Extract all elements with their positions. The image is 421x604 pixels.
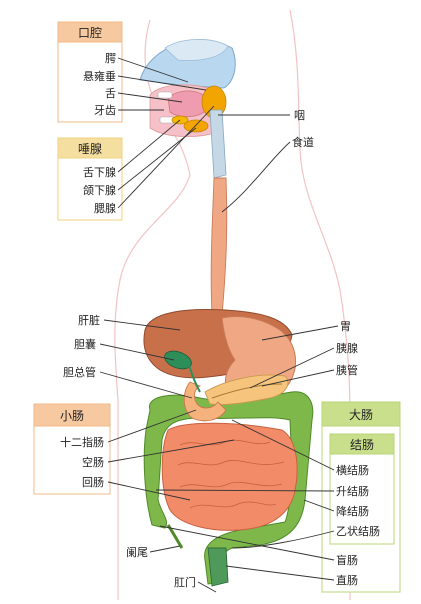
- label-submandibular-gland: 颌下腺: [83, 183, 116, 197]
- label-esophagus: 食道: [292, 135, 314, 149]
- upper-teeth: [157, 91, 173, 99]
- label-rectum: 直肠: [336, 573, 358, 587]
- label-ileum: 回肠: [82, 476, 104, 489]
- label-stomach: 胃: [340, 320, 351, 333]
- label-common-bile-duct: 胆总管: [63, 365, 96, 379]
- colon-header: 结肠: [350, 438, 374, 452]
- duodenum-shape: [183, 381, 227, 422]
- small-intestine-header: 小肠: [60, 409, 84, 423]
- label-anus: 肛门: [174, 575, 196, 589]
- label-descending-colon: 降结肠: [336, 504, 369, 518]
- appendix-shape: [166, 524, 184, 549]
- label-palate: 腭: [105, 52, 116, 65]
- label-pancreas: 胰腺: [336, 341, 358, 355]
- pancreas-shape: [204, 374, 289, 405]
- pancreatic-duct-shape: [211, 383, 283, 399]
- large-intestine-header: 大肠: [349, 408, 373, 422]
- pharynx-shape: [209, 109, 227, 179]
- common-bile-duct-shape: [187, 361, 201, 393]
- label-ascending-colon: 升结肠: [336, 485, 369, 498]
- label-uvula: 悬雍垂: [83, 69, 116, 83]
- label-parotid-gland: 腮腺: [94, 201, 116, 215]
- gallbladder-shape: [164, 350, 192, 370]
- label-liver: 肝脏: [78, 314, 100, 327]
- label-pharynx: 咽: [294, 109, 305, 122]
- small-intestine-shape: [161, 422, 298, 531]
- label-jejunum: 空肠: [82, 455, 104, 469]
- label-duodenum: 十二指肠: [60, 435, 104, 449]
- submandibular-gland-shape: [183, 119, 209, 133]
- label-tongue: 舌: [105, 87, 116, 100]
- large-intestine-shape: [143, 391, 314, 585]
- label-pancreatic-duct: 胰管: [336, 363, 358, 377]
- large-intestine-box: 大肠 结肠 横结肠 升结肠 降结肠 乙状结肠 盲肠 直肠: [321, 401, 401, 593]
- label-sigmoid-colon: 乙状结肠: [336, 524, 380, 538]
- label-teeth: 牙齿: [94, 104, 116, 117]
- oral-header: 口腔: [78, 25, 102, 40]
- label-sublingual-gland: 舌下腺: [83, 165, 116, 179]
- small-intestine-box: 小肠 十二指肠 空肠 回肠: [33, 403, 111, 495]
- leader-lines: [99, 57, 339, 593]
- body-outline: [114, 9, 351, 600]
- label-cecum: 盲肠: [336, 553, 358, 567]
- oral-box: 口腔 腭 悬雍垂 舌 牙齿: [57, 21, 123, 123]
- head-organs: [139, 39, 236, 179]
- rectum-shape: [207, 547, 229, 587]
- nasal-cavity: [164, 39, 229, 61]
- label-transverse-colon: 横结肠: [336, 463, 369, 477]
- label-gallbladder: 胆囊: [74, 337, 96, 351]
- salivary-box: 唾腺 舌下腺 颌下腺 腮腺: [57, 137, 123, 221]
- salivary-header: 唾腺: [78, 142, 102, 156]
- esophagus-shape: [210, 177, 228, 316]
- label-appendix: 阑尾: [126, 545, 148, 559]
